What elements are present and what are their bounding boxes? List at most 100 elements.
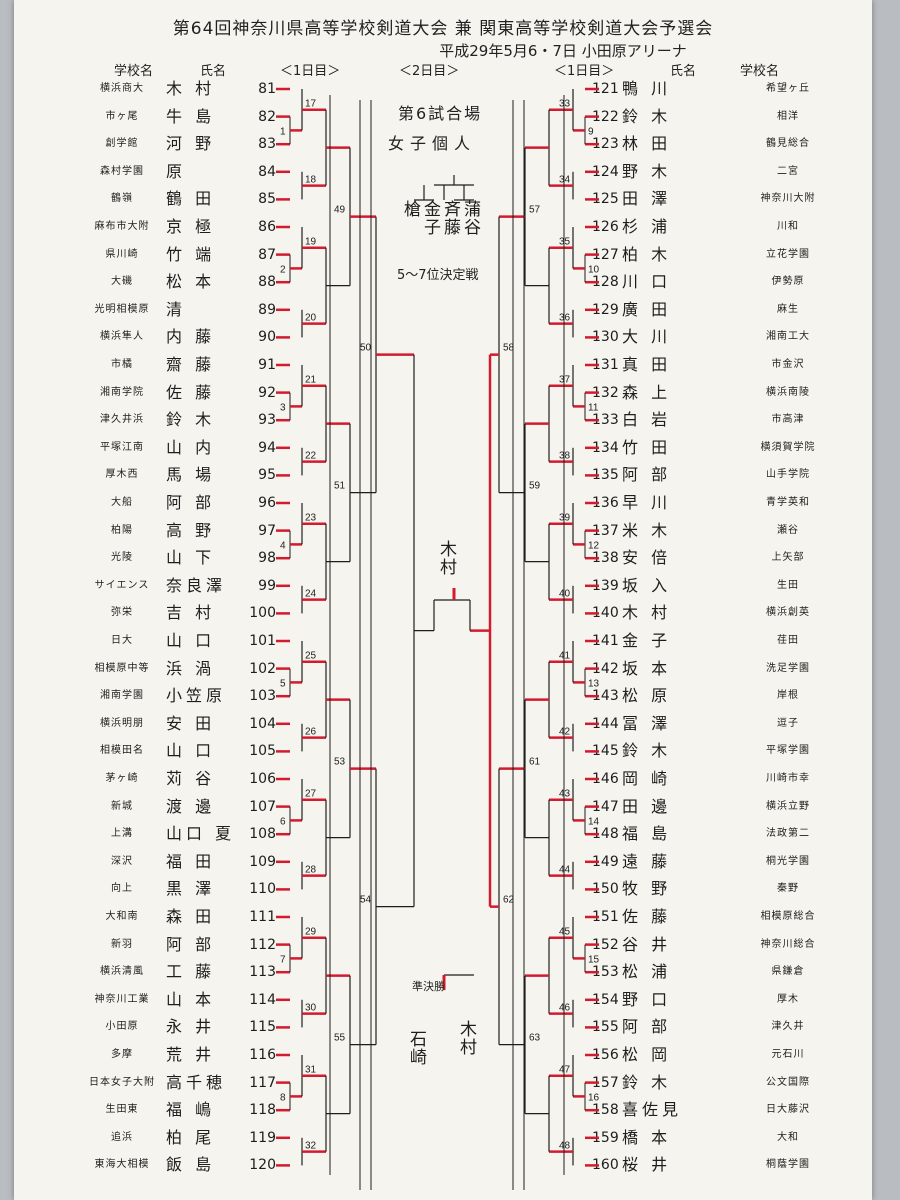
school-name: 多摩 bbox=[111, 1049, 133, 1060]
entry-number: 153 bbox=[592, 964, 619, 981]
match-number: 22 bbox=[305, 451, 317, 462]
competitor-name: 内 藤 bbox=[166, 327, 216, 347]
school-name: 生田 bbox=[777, 579, 799, 591]
school-name: 追浜 bbox=[111, 1131, 133, 1143]
match-number: 12 bbox=[588, 540, 600, 551]
competitor-name: 森 田 bbox=[166, 907, 216, 926]
school-name: 桐蔭学園 bbox=[766, 1159, 810, 1171]
entry-number: 115 bbox=[249, 1019, 276, 1036]
school-name: 逗子 bbox=[777, 717, 799, 729]
playoff-name: 蒲谷 bbox=[460, 200, 480, 236]
competitor-name: 河 野 bbox=[166, 134, 216, 154]
competitor-name: 工 藤 bbox=[166, 962, 216, 982]
competitor-name: 早 川 bbox=[622, 493, 672, 512]
competitor-name: 鈴 木 bbox=[622, 741, 672, 761]
match-number: 29 bbox=[305, 927, 317, 938]
competitor-name: 真 田 bbox=[622, 355, 672, 374]
competitor-name: 奈良澤 bbox=[166, 575, 227, 595]
school-col-head-right: 学校名 bbox=[740, 64, 780, 79]
school-name: 麻生 bbox=[777, 303, 799, 315]
school-name: 新城 bbox=[111, 800, 133, 812]
competitor-name: 馬 場 bbox=[166, 465, 216, 485]
school-name: 小田原 bbox=[105, 1021, 139, 1033]
entry-number: 156 bbox=[592, 1047, 619, 1063]
school-name: 鶴見総合 bbox=[766, 138, 810, 150]
winner-name: 木村 bbox=[436, 540, 456, 576]
school-name: 立花学園 bbox=[766, 248, 810, 260]
competitor-name: 米 木 bbox=[622, 520, 672, 540]
match-number: 55 bbox=[334, 1033, 346, 1044]
school-name: 二宮 bbox=[777, 165, 799, 177]
match-number: 42 bbox=[559, 727, 571, 738]
competitor-name: 鴨 川 bbox=[622, 79, 672, 98]
competitor-name: 渡 邊 bbox=[166, 796, 216, 816]
entry-number: 121 bbox=[592, 81, 619, 97]
competitor-name: 鶴 田 bbox=[166, 189, 216, 209]
semifinal-right-name: 木村 bbox=[456, 1020, 476, 1056]
entry-number: 119 bbox=[249, 1129, 276, 1146]
school-name: 津久井 bbox=[771, 1021, 805, 1033]
school-name: サイエンス bbox=[94, 579, 150, 591]
school-name: 山手学院 bbox=[766, 469, 810, 481]
competitor-name: 福 島 bbox=[622, 824, 672, 844]
school-name: 川和 bbox=[777, 221, 799, 232]
match-number: 41 bbox=[559, 651, 571, 662]
school-name: 上矢部 bbox=[771, 552, 805, 564]
competitor-name: 森 上 bbox=[622, 382, 672, 402]
entry-number: 128 bbox=[592, 274, 619, 291]
entry-number: 122 bbox=[592, 108, 619, 125]
match-number: 35 bbox=[559, 237, 571, 248]
entry-number: 148 bbox=[592, 826, 619, 843]
competitor-name: 福 嶋 bbox=[166, 1100, 216, 1120]
entry-number: 89 bbox=[258, 301, 276, 318]
day1-head-left: ＜1日目＞ bbox=[280, 64, 341, 79]
competitor-name: 鈴 木 bbox=[622, 106, 672, 126]
school-name: 横浜南陵 bbox=[766, 386, 810, 398]
match-number: 11 bbox=[588, 402, 599, 413]
entry-number: 120 bbox=[249, 1157, 276, 1174]
school-name: 厚木西 bbox=[105, 469, 139, 481]
school-name: 秦野 bbox=[777, 883, 799, 895]
event-label: 女子個人 bbox=[388, 134, 477, 153]
match-number: 2 bbox=[280, 264, 286, 275]
competitor-name: 鈴 木 bbox=[166, 410, 216, 430]
school-name: 横浜立野 bbox=[766, 800, 810, 812]
entry-number: 123 bbox=[592, 136, 619, 153]
entry-number: 145 bbox=[592, 743, 619, 760]
entry-number: 85 bbox=[258, 191, 276, 208]
match-number: 50 bbox=[360, 343, 372, 354]
school-name: 横浜隼人 bbox=[100, 331, 144, 343]
competitor-name: 鈴 木 bbox=[622, 1072, 672, 1092]
school-name: 森村学園 bbox=[100, 165, 144, 177]
competitor-name: 山 口 bbox=[166, 631, 216, 650]
competitor-name: 松 岡 bbox=[622, 1045, 672, 1064]
school-name: 平塚学園 bbox=[766, 745, 810, 757]
entry-number: 130 bbox=[592, 329, 619, 346]
entry-number: 136 bbox=[592, 495, 619, 511]
court-label: 第6試合場 bbox=[398, 104, 483, 123]
competitor-name: 冨 澤 bbox=[622, 713, 672, 733]
entry-number: 92 bbox=[258, 384, 276, 401]
school-name: 津久井浜 bbox=[100, 414, 144, 426]
day2-head: ＜2日目＞ bbox=[399, 64, 460, 79]
entry-number: 160 bbox=[592, 1157, 619, 1174]
entry-number: 103 bbox=[249, 688, 276, 705]
